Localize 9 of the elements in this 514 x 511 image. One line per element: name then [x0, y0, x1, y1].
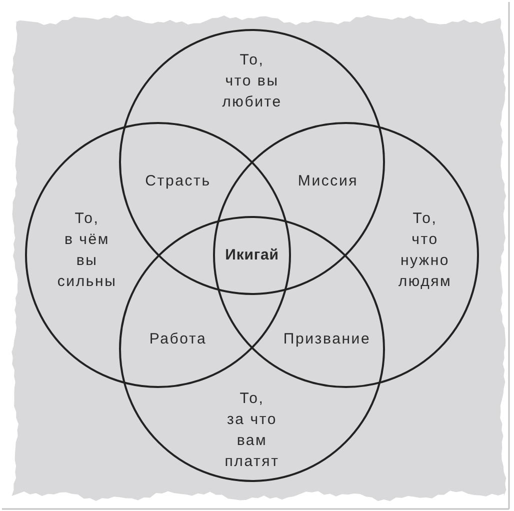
circle-label: То, что вы любите — [222, 50, 282, 112]
circle-label: То, что нужно людям — [398, 209, 452, 292]
overlap-label: Икигай — [225, 246, 279, 266]
circle-label: То, в чём вы сильны — [57, 209, 117, 292]
overlap-label: Миссия — [298, 172, 358, 192]
overlap-label: Призвание — [283, 330, 371, 350]
circle-label: То, за что вам платят — [224, 389, 280, 472]
overlap-label: Работа — [149, 330, 207, 350]
overlap-label: Страсть — [145, 172, 211, 192]
